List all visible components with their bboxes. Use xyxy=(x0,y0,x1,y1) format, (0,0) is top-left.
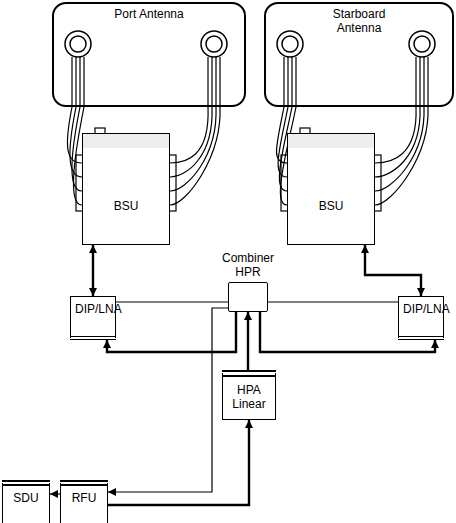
signal-line xyxy=(268,301,398,302)
antenna-box: Starboard Antenna xyxy=(264,2,454,107)
node-label: Combiner HPR xyxy=(213,252,283,280)
node-label: SDU xyxy=(13,492,38,506)
diplexer-box: DIP/LNA xyxy=(398,296,444,340)
node-label: Port Antenna xyxy=(109,8,189,22)
node-label: DIP/LNA xyxy=(403,303,439,317)
signal-line xyxy=(50,493,60,494)
node-label: DIP/LNA xyxy=(75,303,111,317)
signal-line xyxy=(108,308,228,492)
combiner-unit: Combiner HPR xyxy=(228,282,268,312)
diplexer-box: DIP/LNA xyxy=(70,296,116,340)
node-label: Starboard Antenna xyxy=(319,8,399,36)
node-label: BSU xyxy=(319,200,344,214)
antenna-box: Port Antenna xyxy=(52,2,246,107)
signal-line xyxy=(116,301,228,302)
node-label: BSU xyxy=(114,200,139,214)
unit-box: RFU xyxy=(60,480,108,523)
node-label: HPA Linear xyxy=(227,384,271,412)
amplifier-box: HPA Linear xyxy=(222,370,276,420)
signal-line xyxy=(107,312,236,352)
signal-line xyxy=(92,245,94,296)
bsu-unit: BSU xyxy=(287,133,375,245)
signal-line xyxy=(247,312,249,370)
bsu-unit: BSU xyxy=(82,133,170,245)
unit-box: SDU xyxy=(2,480,50,523)
signal-line xyxy=(365,245,421,296)
node-label: RFU xyxy=(72,492,97,506)
